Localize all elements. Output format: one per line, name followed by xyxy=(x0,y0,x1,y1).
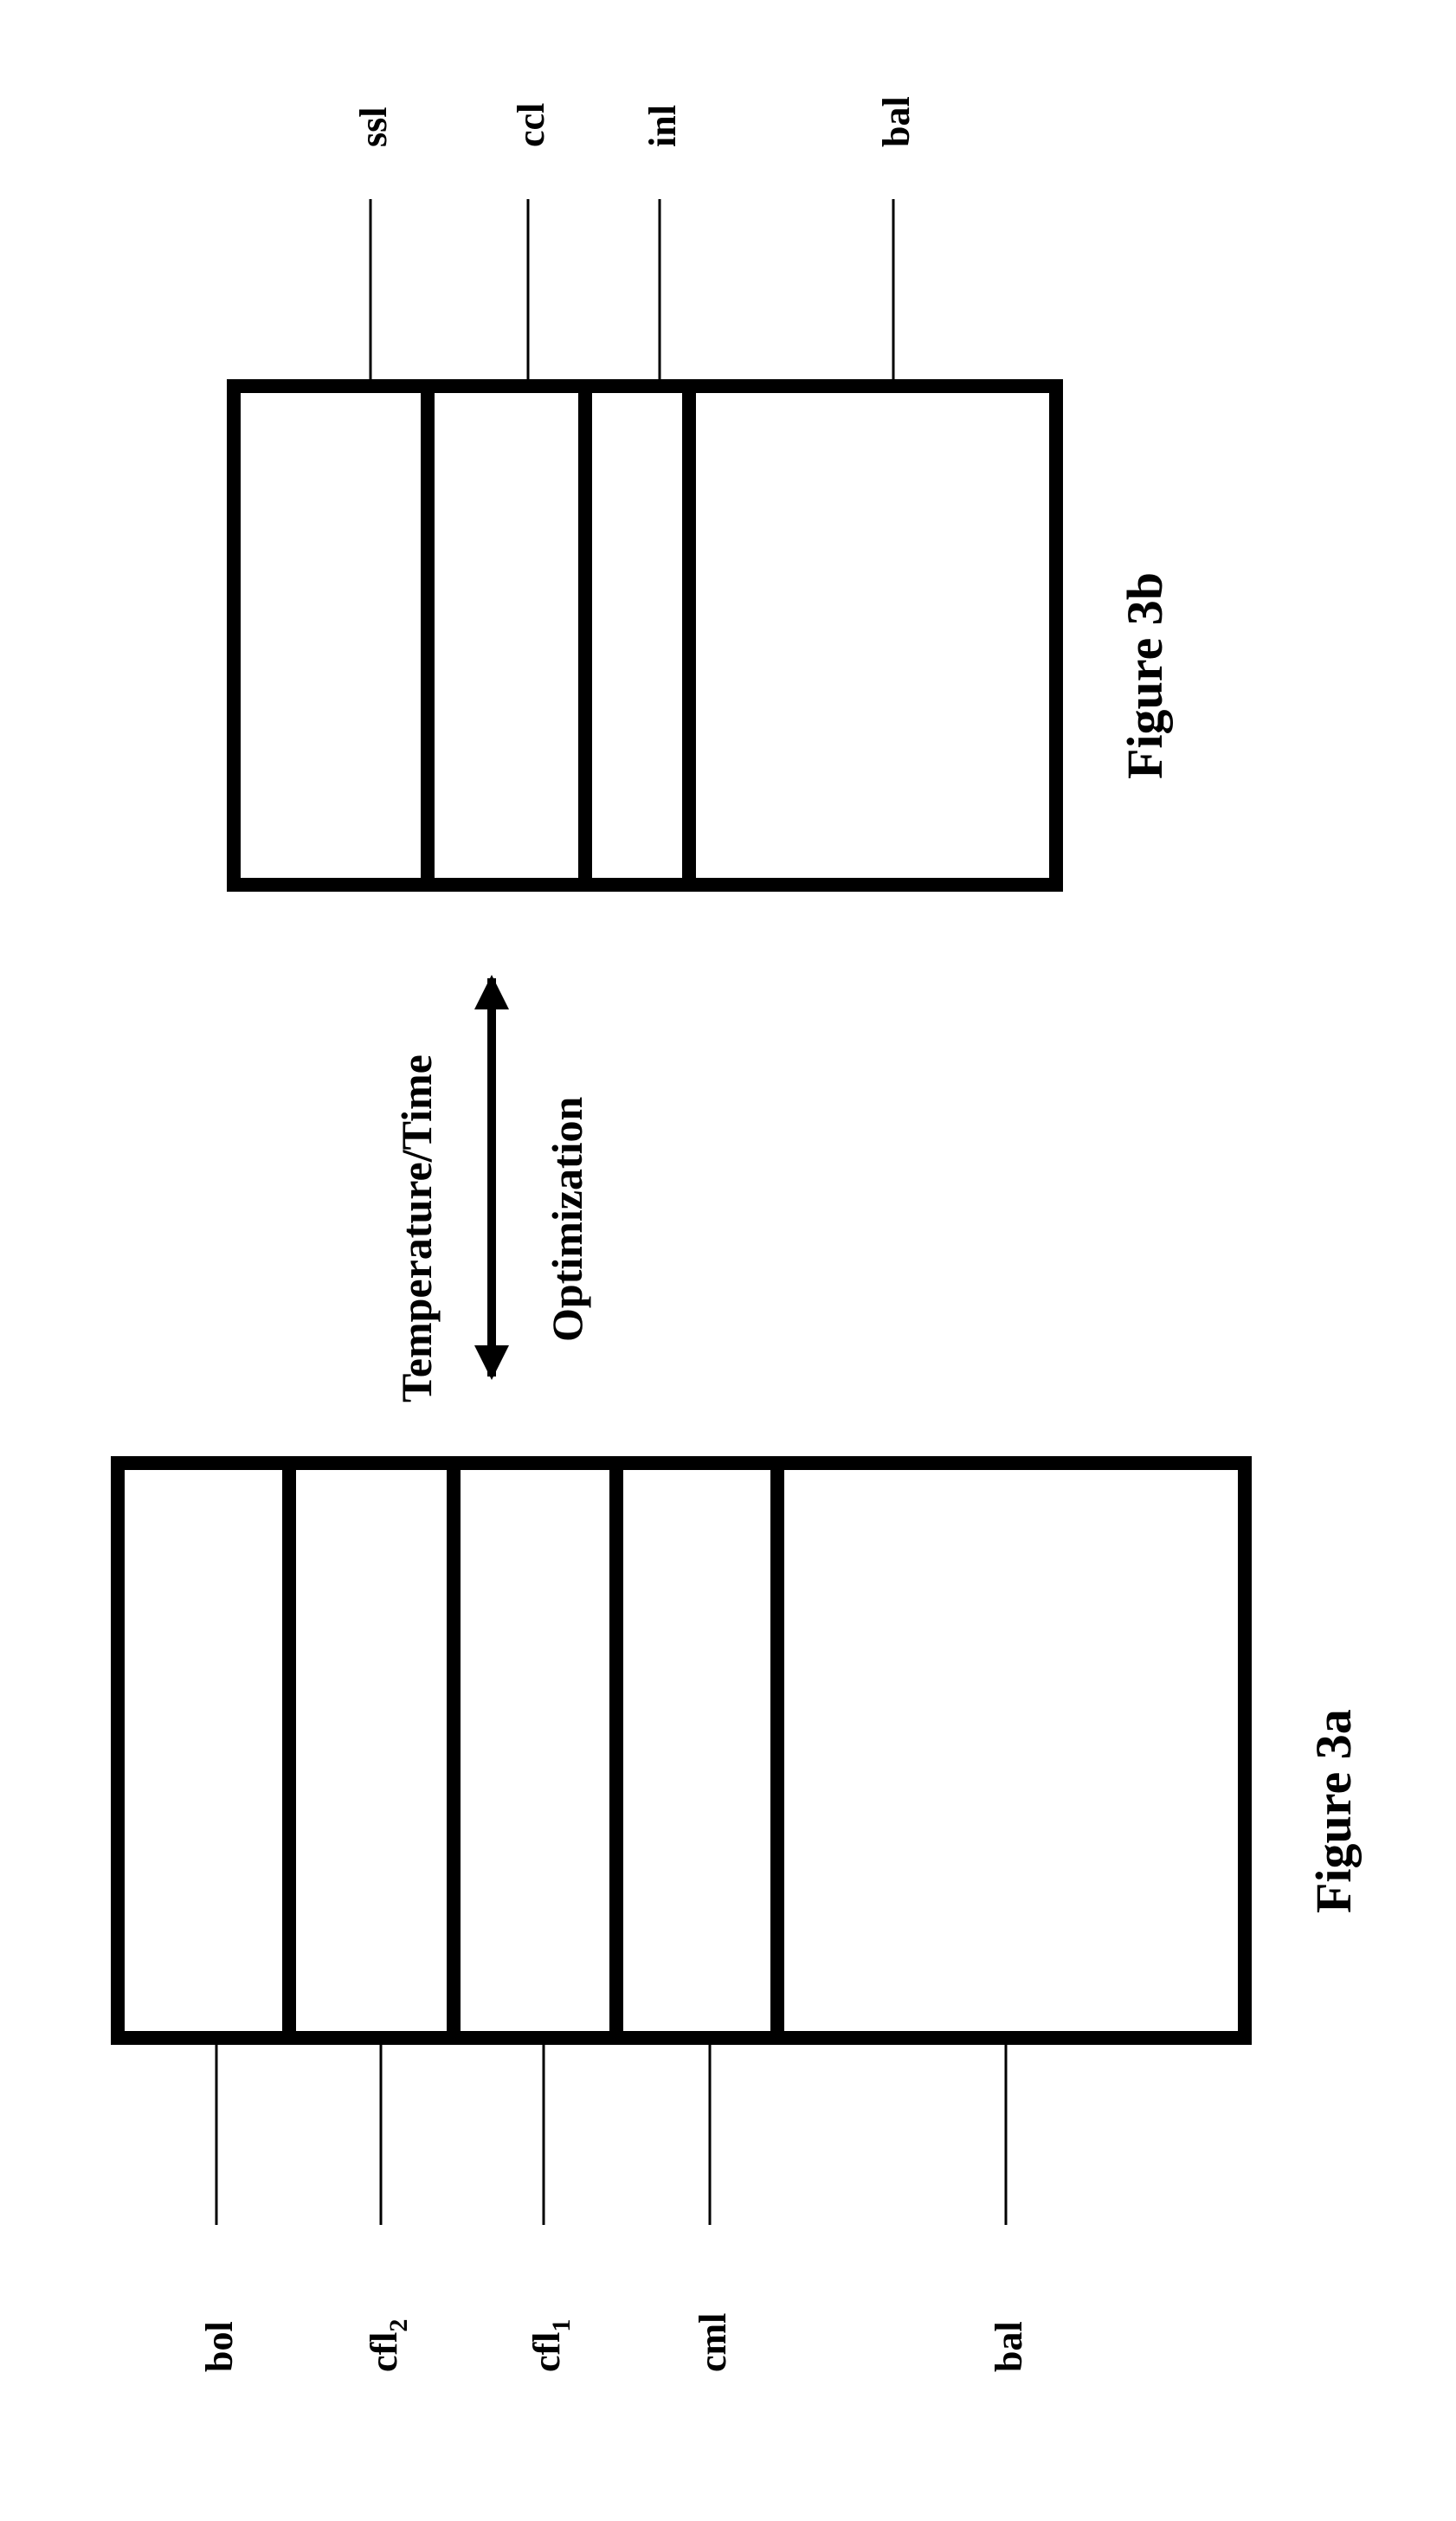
optimization-arrow-group: Temperature/Time Optimization xyxy=(392,975,591,1402)
label-ssl: ssl xyxy=(352,107,395,147)
label-inl: inl xyxy=(641,105,684,147)
arrow-label-optimization: Optimization xyxy=(543,1096,591,1342)
label-cfl2: cfl2 xyxy=(363,2319,413,2372)
label-bol: bol xyxy=(198,2321,241,2372)
figure-3b: ssl ccl inl bal Figure 3b xyxy=(227,96,1173,892)
label-ccl: ccl xyxy=(510,103,552,147)
arrow-label-temperature-time: Temperature/Time xyxy=(392,1054,441,1402)
figure-3a-outline xyxy=(111,1456,1252,2045)
label-bal-3a: bal xyxy=(988,2321,1030,2372)
caption-figure-3a: Figure 3a xyxy=(1305,1709,1362,1913)
label-cfl1: cfl1 xyxy=(525,2319,576,2372)
label-cfl2-group: cfl2 xyxy=(363,2319,413,2372)
label-bal-3b: bal xyxy=(875,96,918,147)
label-cml: cml xyxy=(692,2313,734,2372)
label-cfl1-group: cfl1 xyxy=(525,2319,576,2372)
caption-figure-3b: Figure 3b xyxy=(1117,572,1173,779)
figure-3b-outline xyxy=(227,379,1063,892)
figure-3a: bol cfl2 cfl1 cml bal Figure 3a xyxy=(111,1456,1362,2372)
